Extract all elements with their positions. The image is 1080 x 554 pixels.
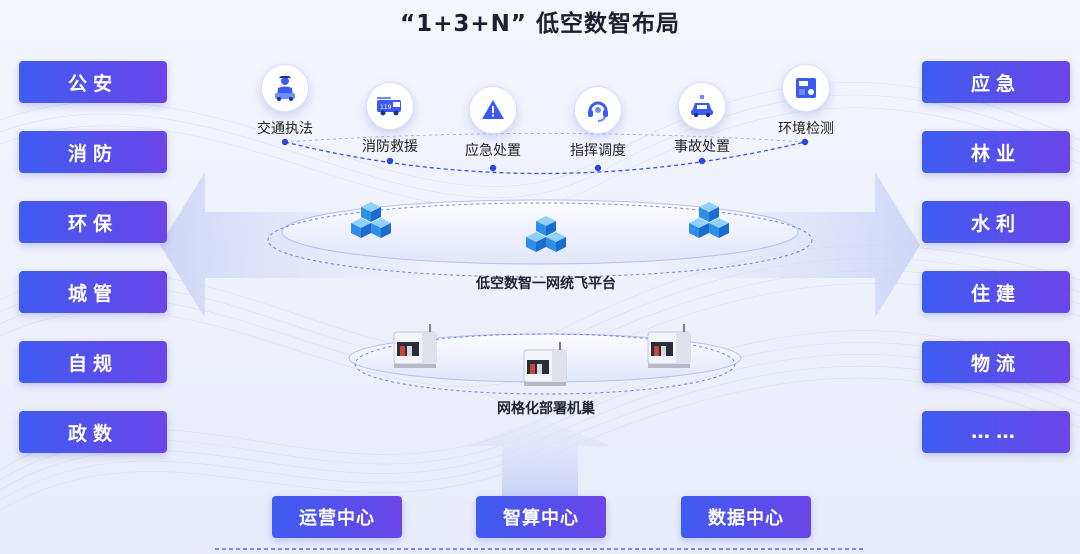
- right-item-forestry[interactable]: 林业: [922, 131, 1070, 173]
- traffic-police-icon: [261, 64, 309, 112]
- service-label: 消防救援: [362, 139, 418, 155]
- cube-cluster-icon: [526, 216, 566, 252]
- monitor-icon: [782, 64, 830, 112]
- right-item-more[interactable]: ……: [922, 411, 1070, 453]
- left-item-natural-resources[interactable]: 自规: [19, 341, 167, 383]
- car-accident-icon: [678, 82, 726, 130]
- right-item-housing[interactable]: 住建: [922, 271, 1070, 313]
- service-fire-rescue[interactable]: 119 消防救援: [340, 82, 440, 156]
- service-arc-dots: [281, 138, 809, 172]
- platform-ring: [267, 202, 813, 278]
- left-arrow: [160, 172, 420, 318]
- cube-cluster-icon: [689, 202, 729, 238]
- service-accident-handling[interactable]: 事故处置: [652, 82, 752, 156]
- svg-text:119: 119: [380, 104, 392, 111]
- headset-icon: [574, 86, 622, 134]
- service-command-dispatch[interactable]: 指挥调度: [548, 86, 648, 160]
- platform-label: 低空数智一网统飞平台: [476, 276, 616, 292]
- left-item-environment[interactable]: 环保: [19, 201, 167, 243]
- service-label: 环境检测: [778, 121, 834, 137]
- operations-center-button[interactable]: 运营中心: [272, 496, 402, 538]
- right-item-logistics[interactable]: 物流: [922, 341, 1070, 383]
- service-arc: [284, 141, 806, 175]
- service-label: 事故处置: [674, 139, 730, 155]
- data-center-button[interactable]: 数据中心: [681, 496, 811, 538]
- right-arrow: [660, 172, 920, 318]
- fire-truck-icon: 119: [366, 82, 414, 130]
- hangar-label: 网格化部署机巢: [497, 401, 595, 417]
- warning-icon: [469, 86, 517, 134]
- right-item-water[interactable]: 水利: [922, 201, 1070, 243]
- left-item-fire-protection[interactable]: 消防: [19, 131, 167, 173]
- service-traffic-enforcement[interactable]: 交通执法: [235, 64, 335, 138]
- hangar-ring: [354, 333, 736, 395]
- page-title: “1+3+N” 低空数智布局: [399, 11, 681, 37]
- left-item-government-data[interactable]: 政数: [19, 411, 167, 453]
- up-arrow: [468, 418, 612, 500]
- service-label: 交通执法: [257, 121, 313, 137]
- drone-dock-icon: [523, 342, 567, 386]
- service-emergency-response[interactable]: 应急处置: [443, 86, 543, 160]
- service-label: 应急处置: [465, 143, 521, 159]
- left-item-urban-management[interactable]: 城管: [19, 271, 167, 313]
- drone-dock-icon: [393, 324, 437, 368]
- right-item-emergency[interactable]: 应急: [922, 61, 1070, 103]
- left-item-public-security[interactable]: 公安: [19, 61, 167, 103]
- cube-cluster-icon: [351, 202, 391, 238]
- drone-dock-icon: [647, 324, 691, 368]
- service-label: 指挥调度: [570, 143, 626, 159]
- computing-center-button[interactable]: 智算中心: [476, 496, 606, 538]
- service-environmental-monitoring[interactable]: 环境检测: [756, 64, 856, 138]
